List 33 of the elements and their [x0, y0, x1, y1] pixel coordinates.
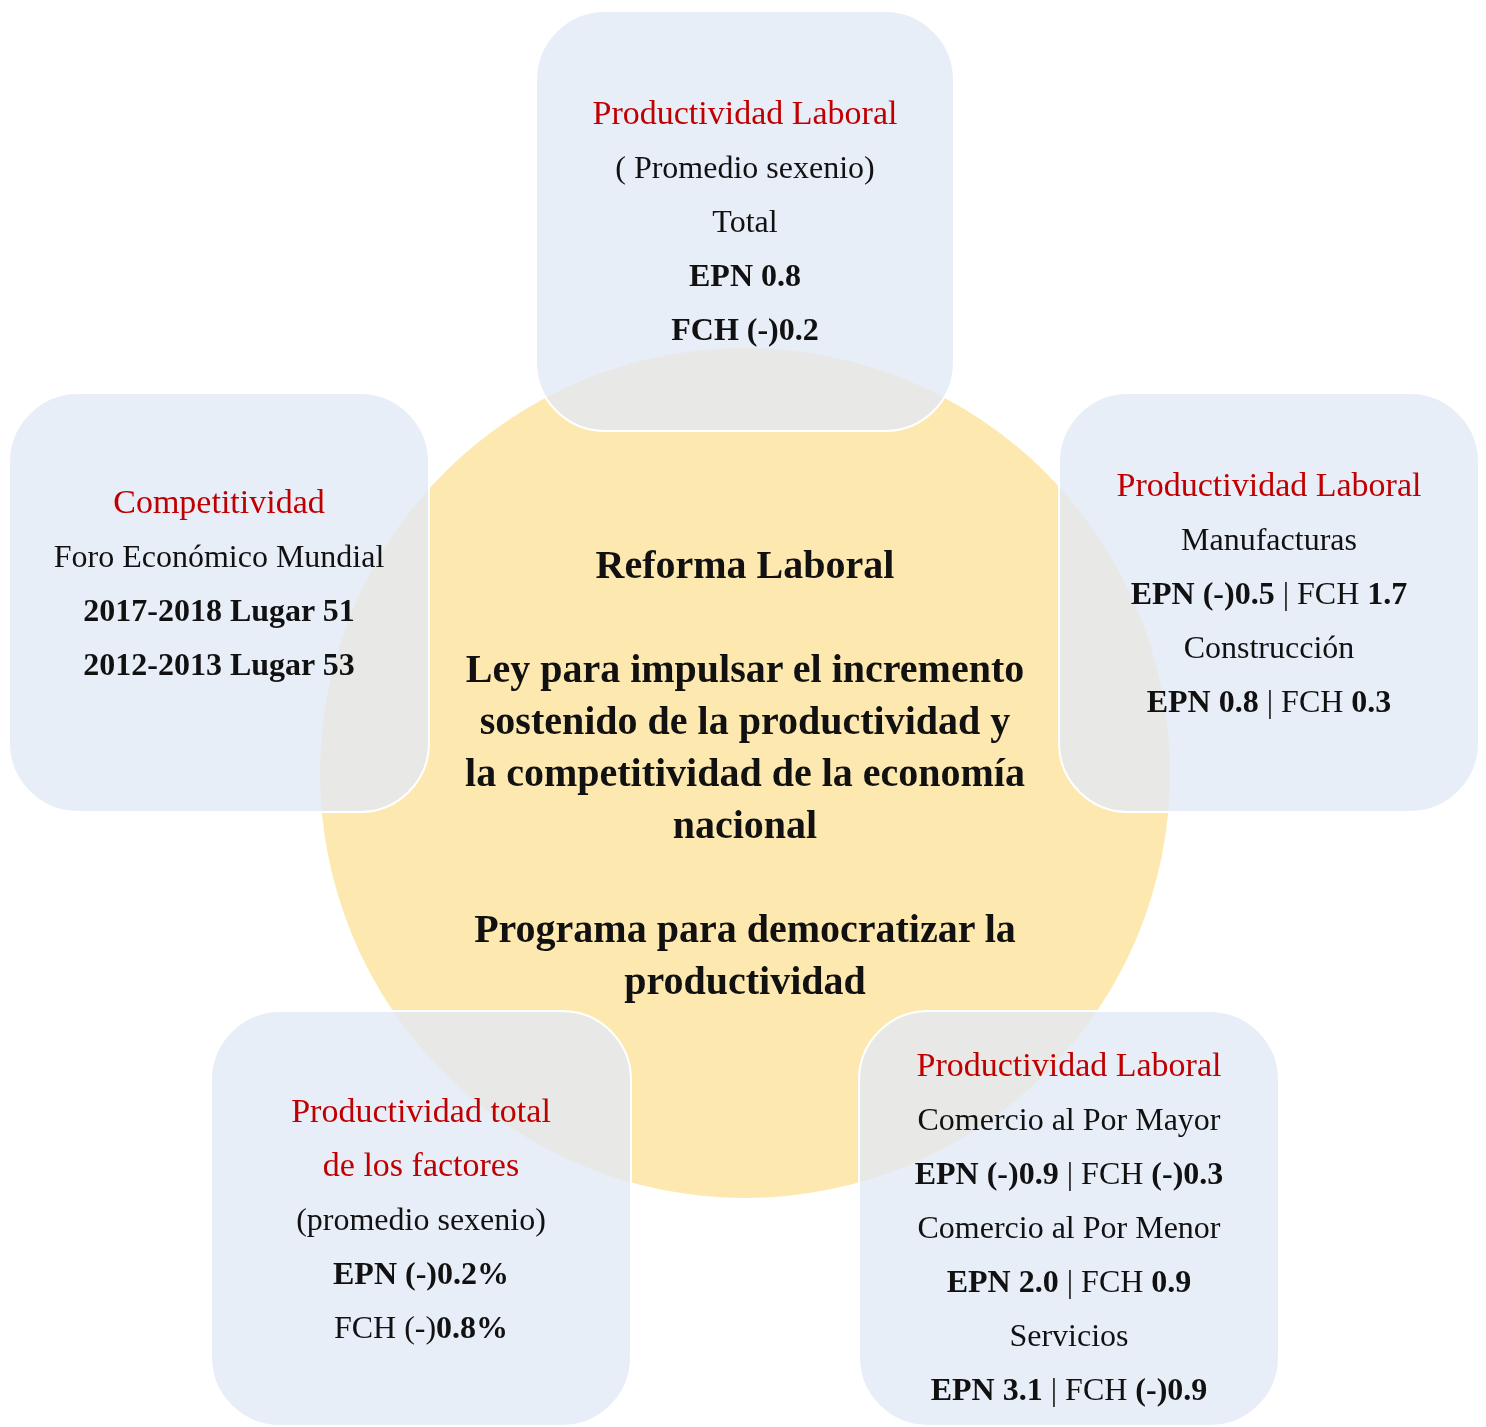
- text: EPN 3.1 | FCH (-)0.9: [930, 1369, 1208, 1409]
- info-card: [1058, 392, 1480, 813]
- text: EPN (-)0.5 | FCH 1.7: [1130, 573, 1408, 613]
- text: Ley para impulsar el incremento sostenido de la productividad y la competitividad de la economía nacional: [465, 645, 1025, 849]
- text: Foro Económico Mundial: [53, 536, 385, 576]
- text: Programa para democratizar la productividad: [473, 905, 1017, 1005]
- heading: Productividad Laboral: [591, 93, 899, 133]
- text: (promedio sexenio): [296, 1199, 546, 1239]
- info-card: [8, 392, 430, 813]
- text: EPN 0.8 | FCH 0.3: [1146, 681, 1392, 721]
- heading: Competitividad: [112, 481, 326, 522]
- text: Manufacturas: [1181, 519, 1357, 559]
- text: FCH (-)0.2: [671, 310, 819, 349]
- heading: Productividad Laboral: [1115, 464, 1423, 505]
- text: FCH (-)0.8%: [333, 1307, 509, 1347]
- text: Construcción: [1183, 627, 1355, 667]
- info-card: [858, 1010, 1280, 1427]
- text: Servicios: [1009, 1315, 1129, 1355]
- text: EPN 0.8: [689, 256, 801, 295]
- text: Comercio al Por Menor: [917, 1207, 1221, 1247]
- heading: Reforma Laboral: [594, 541, 896, 589]
- text: ( Promedio sexenio): [615, 148, 875, 187]
- text: Comercio al Por Mayor: [917, 1099, 1221, 1139]
- info-card: [535, 10, 955, 432]
- heading: Productividad total de los factores: [290, 1090, 552, 1185]
- text: EPN (-)0.9 | FCH (-)0.3: [914, 1153, 1224, 1193]
- heading: Productividad Laboral: [915, 1044, 1223, 1085]
- text: 2012-2013 Lugar 53: [83, 644, 355, 684]
- text: Total: [712, 202, 778, 241]
- text: EPN (-)0.2%: [333, 1253, 509, 1293]
- info-card: [210, 1010, 632, 1427]
- text: 2017-2018 Lugar 51: [83, 590, 355, 630]
- text: EPN 2.0 | FCH 0.9: [946, 1261, 1192, 1301]
